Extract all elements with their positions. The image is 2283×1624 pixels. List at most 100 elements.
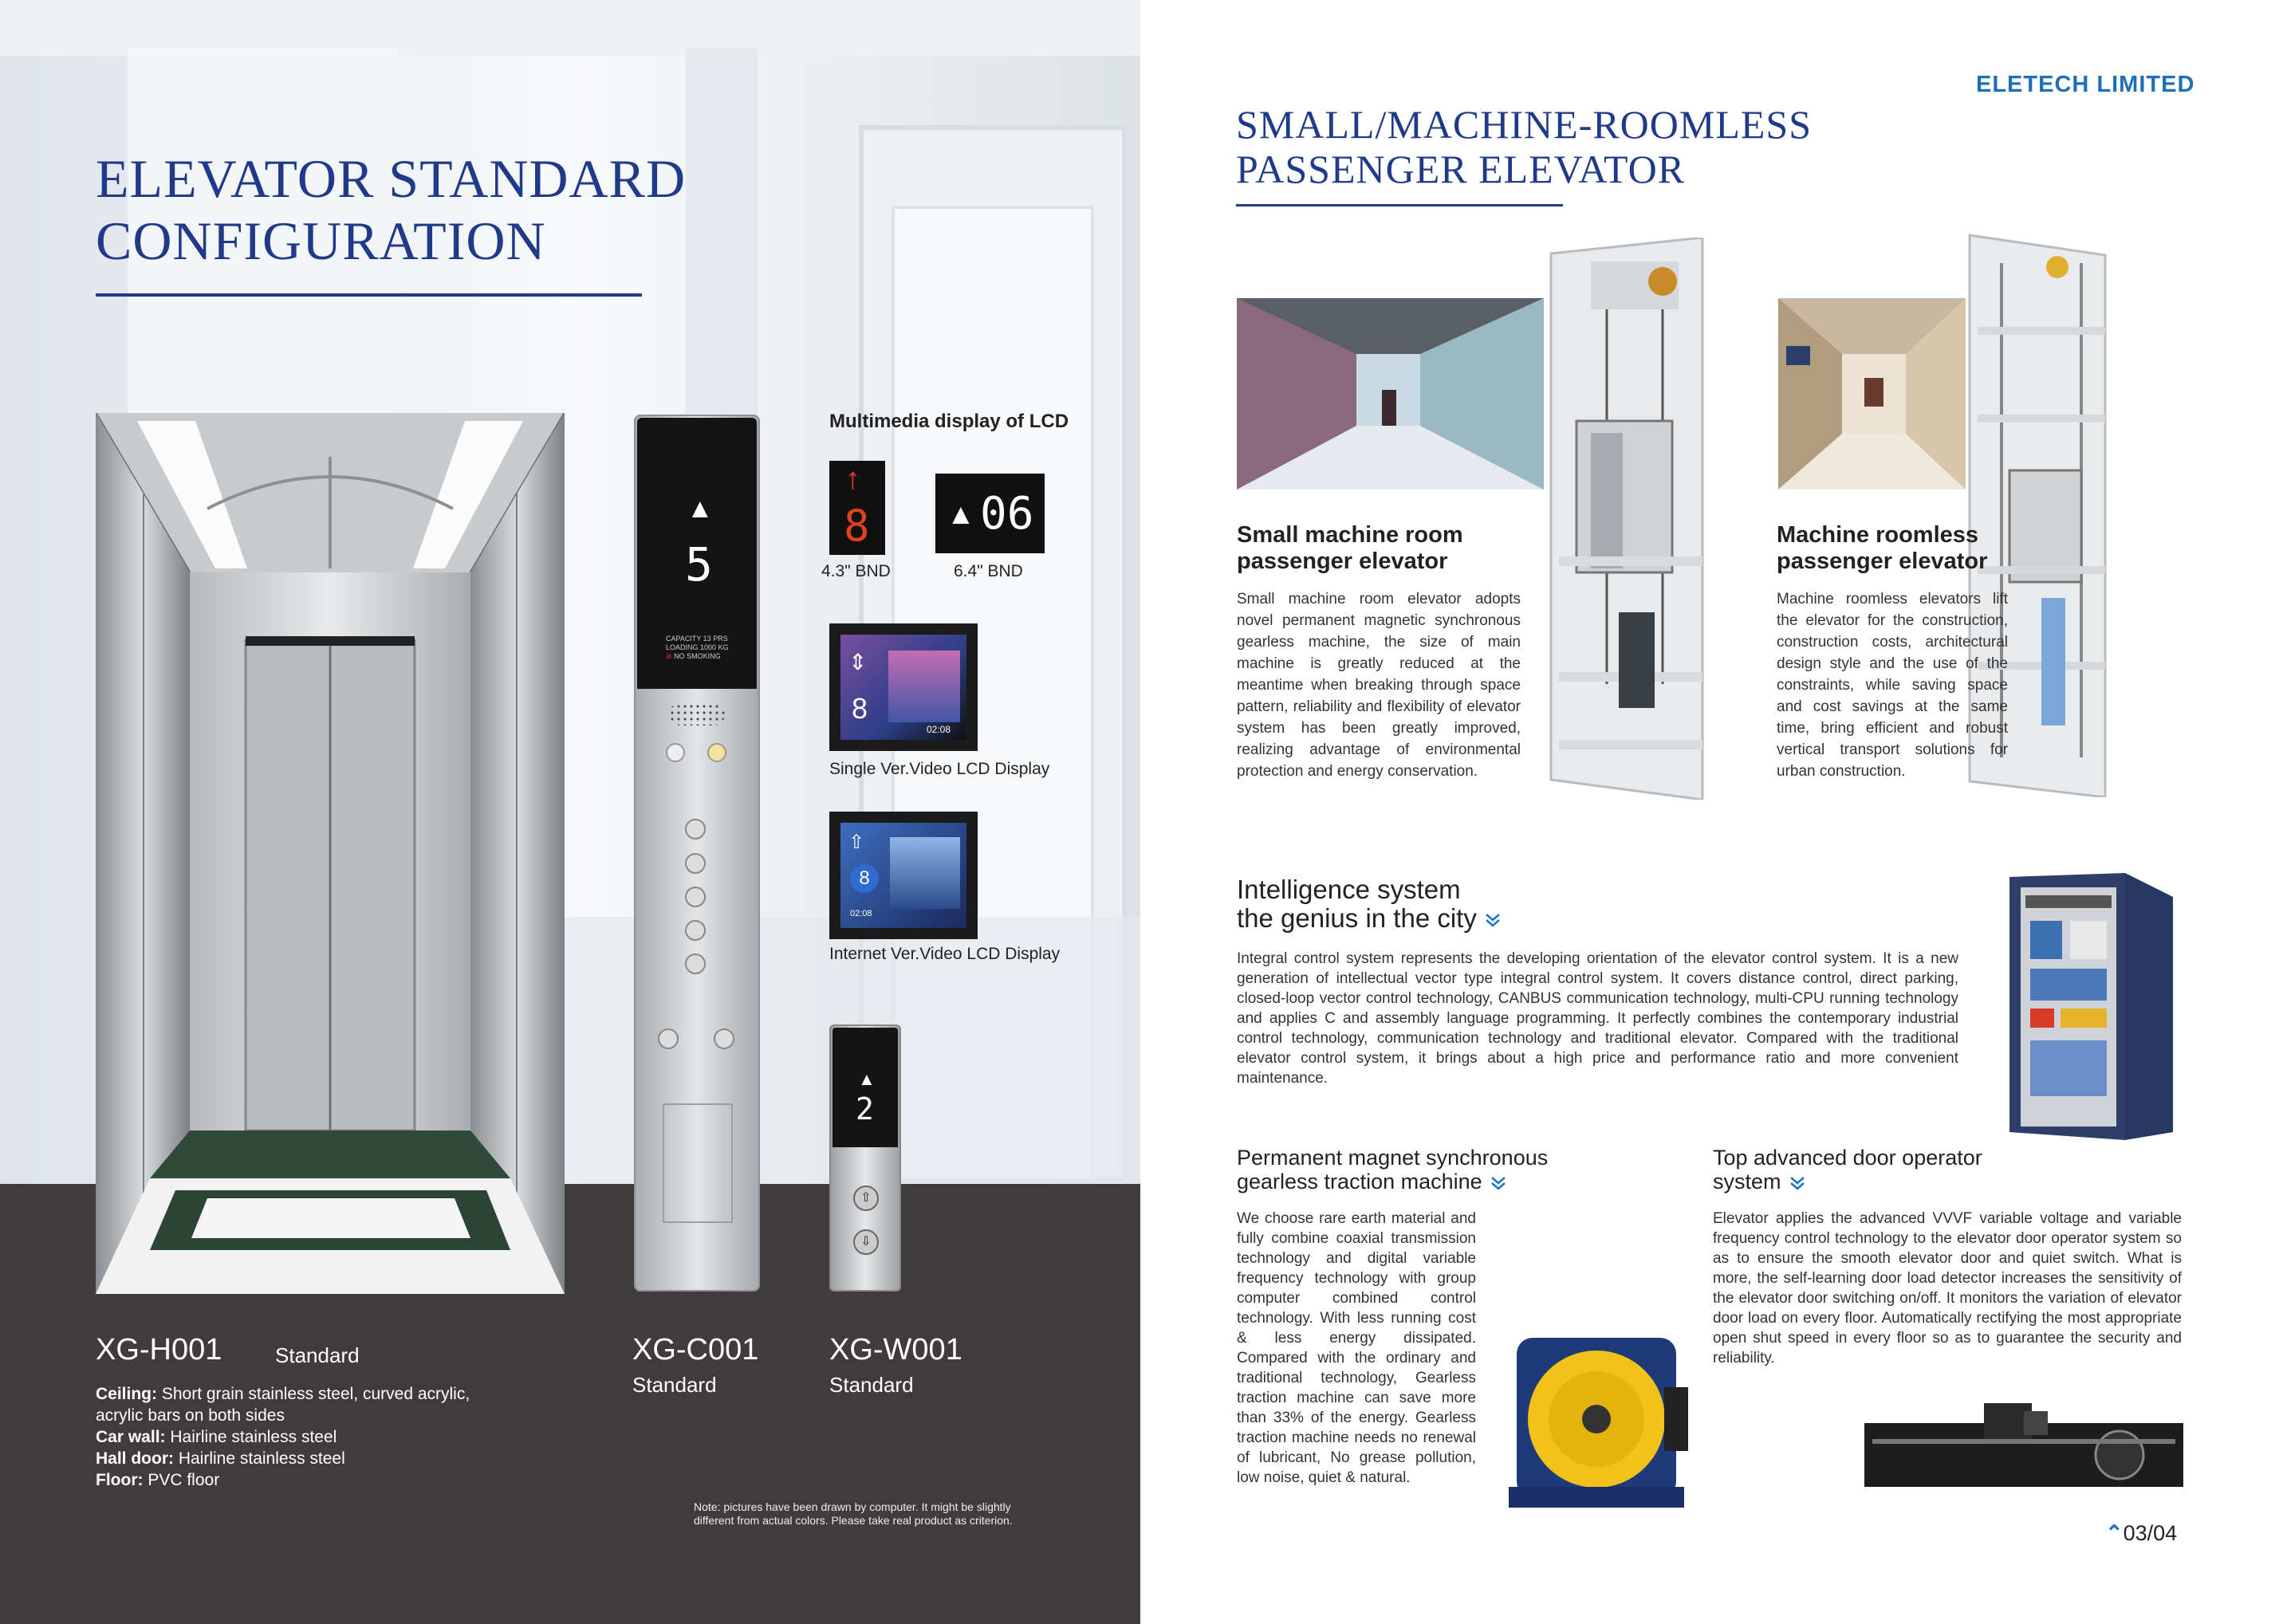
cop-info-nosmoking-label: NO SMOKING [674,652,721,660]
bnd64-label: 6.4" BND [954,562,1023,580]
door-heading-1: Top advanced door operator [1713,1146,1982,1170]
bnd64-up-arrow-icon: ▲ [947,497,975,530]
small-machine-shaft-illustration [1549,238,1704,800]
lcd-heading: Multimedia display of LCD [829,411,1069,432]
h001-specs: Ceiling: Short grain stainless steel, cu… [96,1383,478,1491]
chevron-down-icon [1490,1176,1506,1190]
spec-ceiling-label: Ceiling: [96,1385,157,1403]
hall-call-unit-image: ▲ 2 ⇧ ⇩ [829,1024,901,1292]
internet-video-label: Internet Ver.Video LCD Display [829,945,1061,963]
right-title-line-2: PASSENGER ELEVATOR [1236,147,1686,191]
spec-halldoor-label: Hall door: [96,1449,174,1468]
intelligence-heading-1: Intelligence system [1237,875,1461,904]
model-w001-standard: Standard [829,1373,914,1397]
small-machine-heading: Small machine room passenger elevator [1237,522,1463,575]
traction-heading-1: Permanent magnet synchronous [1237,1146,1549,1170]
small-machine-body: Small machine room elevator adopts novel… [1237,591,1521,780]
cop-display: ▲ 5 CAPACITY 13 PRS LOADING 1000 KG ⊘ NO… [637,418,757,689]
title-underline [96,293,642,297]
single-video-label: Single Ver.Video LCD Display [829,760,1050,778]
model-h001-standard: Standard [275,1343,360,1367]
car-operating-panel-image: ▲ 5 CAPACITY 13 PRS LOADING 1000 KG ⊘ NO… [634,415,760,1292]
internet-video-screen: ⇧ 8 02:08 [840,823,966,928]
bnd64-floor: 06 [980,488,1034,540]
spec-carwall: Car wall: Hairline stainless steel [96,1426,478,1448]
hall-down-button[interactable]: ⇩ [853,1229,879,1255]
title-line-1: ELEVATOR STANDARD [96,148,687,209]
traction-body: We choose rare earth material and fully … [1237,1210,1476,1486]
floor-button-1[interactable] [685,819,706,840]
page-number-label: 03/04 [2123,1521,2178,1545]
single-video-screen: ⇕ 8 02:08 [840,635,966,740]
bnd43-up-arrow-icon: ↑ [845,462,860,496]
single-video-lcd: ⇕ 8 02:08 [829,623,978,751]
service-cabinet [663,1103,733,1223]
door-heading: Top advanced door operator system [1713,1146,1982,1193]
spec-carwall-label: Car wall: [96,1428,166,1446]
right-title-line-1: SMALL/MACHINE-ROOMLESS [1236,102,1813,147]
cop-info-capacity: CAPACITY 13 PRS [666,635,728,643]
single-video-arrow-icon: ⇕ [848,650,868,674]
intelligence-heading-2-row: the genius in the city [1237,904,1502,933]
alarm-button[interactable] [666,743,685,762]
spec-floor: Floor: PVC floor [96,1469,478,1491]
model-c001: XG-C001 [632,1333,759,1366]
company-name: ELETECH LIMITED [1976,72,2195,97]
hall-up-arrow-icon: ▲ [858,1069,876,1089]
elevator-cabin-image [96,413,565,1294]
bnd43-floor: 8 [844,501,870,551]
roomless-heading: Machine roomless passenger elevator [1777,522,1987,575]
door-open-button[interactable] [658,1028,679,1049]
intelligence-heading: Intelligence system the genius in the ci… [1237,875,1502,933]
roomless-body: Machine roomless elevators lift the elev… [1777,591,2008,780]
intelligence-heading-2: the genius in the city [1237,903,1477,933]
no-smoking-icon: ⊘ [666,652,672,660]
chevron-down-icon [1486,914,1500,927]
spec-floor-value: PVC floor [148,1471,220,1489]
model-h001: XG-H001 [96,1333,222,1366]
call-button[interactable] [707,743,726,762]
cop-info: CAPACITY 13 PRS LOADING 1000 KG ⊘ NO SMO… [666,635,729,661]
small-machine-lobby-photo [1237,298,1544,490]
speaker-grille [669,703,725,725]
spec-ceiling: Ceiling: Short grain stainless steel, cu… [96,1383,478,1426]
internet-video-time: 02:08 [850,909,872,918]
cop-info-loading: LOADING 1000 KG [666,643,729,651]
hall-display: ▲ 2 [833,1028,898,1147]
floor-button-2[interactable] [685,853,706,874]
up-arrow-icon: ▲ [687,493,714,524]
spec-halldoor: Hall door: Hairline stainless steel [96,1448,478,1469]
internet-video-lcd: ⇧ 8 02:08 [829,812,978,939]
roomless-shaft-illustration [1968,234,2107,797]
hall-up-button[interactable]: ⇧ [853,1186,879,1211]
door-heading-2: system [1713,1170,1781,1193]
bnd-43-display: ↑ 8 [829,461,885,555]
control-cabinet-image [2009,873,2173,1140]
cop-floor-number: 5 [685,537,713,592]
chevron-down-icon [1789,1176,1805,1190]
intelligence-body: Integral control system represents the d… [1237,950,1958,1087]
floor-button-4[interactable] [685,920,706,941]
traction-heading: Permanent magnet synchronous gearless tr… [1237,1146,1548,1193]
small-machine-heading-1: Small machine room [1237,522,1463,548]
model-c001-standard: Standard [632,1373,717,1397]
roomless-lobby-photo [1778,298,1966,490]
internet-video-floor: 8 [850,864,879,893]
door-heading-2-row: system [1713,1170,1982,1193]
model-w001: XG-W001 [829,1333,962,1366]
floor-button-3[interactable] [685,887,706,907]
spec-floor-label: Floor: [96,1471,144,1489]
floor-button-5[interactable] [685,954,706,974]
internet-content-image [890,837,960,909]
right-title: SMALL/MACHINE-ROOMLESS PASSENGER ELEVATO… [1236,102,1812,191]
spec-halldoor-value: Hairline stainless steel [178,1449,345,1468]
door-operator-image [1864,1403,2183,1487]
single-video-floor: 8 [852,692,868,725]
internet-video-arrow-icon: ⇧ [848,832,865,853]
traction-heading-2: gearless traction machine [1237,1170,1482,1193]
cop-info-nosmoking: ⊘ NO SMOKING [666,652,729,661]
bnd43-label: 4.3" BND [821,562,891,580]
door-close-button[interactable] [714,1028,734,1049]
spec-carwall-value: Hairline stainless steel [170,1428,337,1446]
single-video-time: 02:08 [927,724,951,735]
